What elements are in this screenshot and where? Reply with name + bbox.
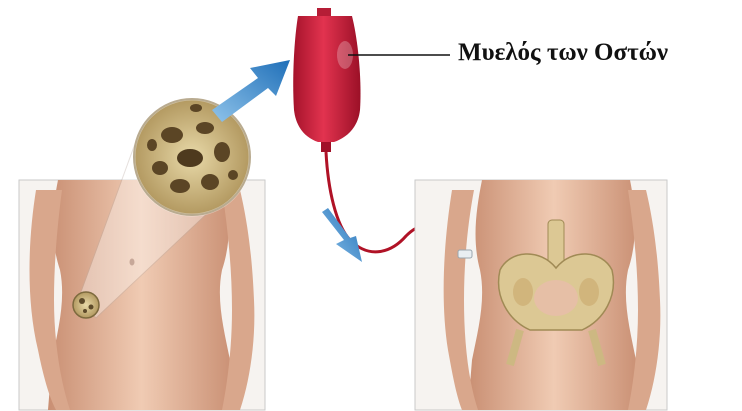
iv-catheter: [458, 250, 472, 258]
recipient-panel: [415, 180, 667, 410]
harvest-arrow: [212, 60, 290, 122]
magnified-bone-marrow: [134, 99, 250, 215]
hip-bone-sample: [73, 292, 99, 318]
blood-bag: [293, 8, 360, 152]
infusion-arrow: [322, 208, 362, 262]
bone-marrow-label: Μυελός των Οστών: [458, 40, 668, 65]
